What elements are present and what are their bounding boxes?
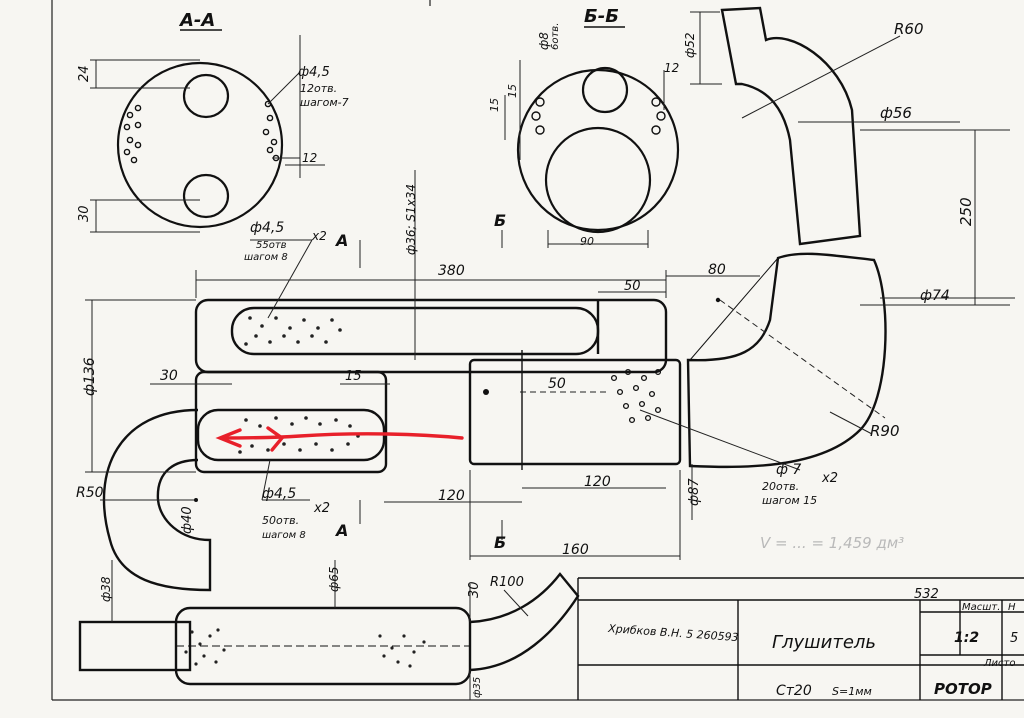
main-bot-perf-count: 50отв.	[262, 514, 299, 527]
sheet-frame	[51, 0, 1024, 701]
bb-dim-12: 12	[664, 61, 679, 75]
bb-dim-15a: 15	[488, 98, 501, 112]
section-bb-title: Б-Б	[584, 6, 619, 27]
sheets-label: Листо	[983, 658, 1015, 669]
aa-hole-dia: ф4,5	[298, 65, 330, 80]
cut-a-bottom: А	[334, 521, 348, 540]
cut-a-top: А	[334, 231, 348, 250]
bottom-r-100: R100	[490, 575, 524, 590]
main-dia-7-count: 20отв.	[762, 480, 799, 493]
bottom-dia-35: ф35	[472, 677, 483, 698]
scale-side: 5	[1010, 631, 1018, 646]
main-len-50: 50	[624, 279, 641, 294]
main-r-50: R50	[76, 485, 104, 501]
main-pipe-36: ф36; S1x34	[404, 184, 418, 255]
section-bb-view: Б-Б ф8 6отв. 15 15 12 90	[488, 6, 679, 248]
main-len-160: 160	[562, 542, 589, 558]
part-name: Глушитель	[772, 632, 876, 653]
main-bot-perf-pitch: шагом 8	[262, 530, 306, 541]
doc-number: 532	[914, 587, 939, 602]
cut-b-top: Б	[494, 211, 506, 230]
main-top-perf-pitch: шагом 8	[244, 252, 288, 263]
aa-dim-12: 12	[302, 151, 317, 165]
main-len-15: 15	[345, 369, 362, 384]
main-dia-136: ф136	[82, 357, 98, 396]
bb-dim-8: ф8	[537, 32, 551, 50]
main-len-50b: 50	[548, 376, 566, 392]
main-dia-74: ф74	[920, 288, 950, 304]
bottom-dia-65: ф65	[327, 566, 341, 592]
section-aa-title: А-А	[178, 10, 215, 31]
main-bot-perf-x2: x2	[313, 501, 330, 516]
elbow-view: ф52 R60 ф56 250	[683, 6, 1015, 469]
signature-line: Хрибков В.Н. 5 260593	[607, 622, 739, 644]
faint-volume-note: V = ... = 1,459 дм³	[760, 534, 904, 552]
elbow-dia-52: ф52	[683, 32, 697, 58]
elbow-len-250: 250	[957, 197, 975, 226]
main-top-perf-x2: x2	[311, 229, 327, 243]
title-block: 532 Масшт. Н 1:2 5 Листо Хрибков В.Н. 5 …	[577, 577, 1024, 700]
red-flow-arrow	[215, 426, 464, 452]
bb-dim-15b: 15	[506, 84, 519, 98]
main-bot-perf-dia: ф4,5	[262, 486, 296, 502]
col-mass-label: Масшт.	[962, 602, 1000, 613]
thickness: S=1мм	[832, 685, 872, 698]
main-assembly-view: ф4,5 x2 55отв шагом 8 ф36; S1x34 380 50 …	[76, 170, 950, 592]
aa-hole-pitch: шагом-7	[300, 96, 349, 109]
main-dia-7-x2: x2	[821, 471, 838, 486]
main-len-120a: 120	[438, 488, 465, 504]
aa-dim-24: 24	[77, 65, 92, 82]
col-n-label: Н	[1008, 602, 1016, 613]
main-dia-7: ф 7	[776, 462, 801, 478]
bottom-view: ф38 ф65 30 R100 ф35	[78, 560, 580, 700]
cut-b-bottom: Б	[494, 533, 506, 552]
main-dia-87: ф87	[687, 478, 702, 506]
bb-dim-90: 90	[580, 235, 594, 248]
company-name: РОТОР	[934, 680, 992, 698]
scale-value: 1:2	[954, 630, 979, 646]
elbow-r-60: R60	[894, 20, 924, 38]
main-top-perf-count: 55отв	[256, 240, 287, 251]
section-aa-view: А-А 24 30 ф4,5 12отв. шагом-7 1	[77, 10, 349, 233]
main-r-90: R90	[870, 422, 900, 440]
main-len-120b: 120	[584, 474, 611, 490]
main-dia-40: ф40	[180, 506, 195, 534]
bottom-dia-38: ф38	[99, 576, 113, 602]
aa-dim-30: 30	[77, 205, 92, 222]
main-len-30: 30	[160, 368, 178, 384]
main-dia-7-pitch: шагом 15	[762, 494, 817, 507]
bb-dim-8-count: 6отв.	[550, 23, 561, 50]
material: Ст20	[776, 683, 812, 699]
aa-hole-count: 12отв.	[300, 82, 337, 95]
main-top-perf-dia: ф4,5	[250, 220, 284, 236]
main-len-380: 380	[438, 263, 465, 279]
elbow-dia-56: ф56	[880, 104, 912, 122]
bottom-dim-30: 30	[467, 581, 482, 598]
main-len-80: 80	[708, 262, 726, 278]
